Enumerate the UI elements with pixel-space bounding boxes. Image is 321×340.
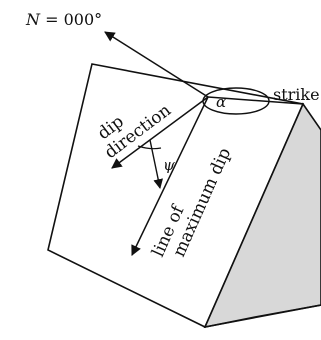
vertical-projection-line — [149, 139, 163, 189]
dip-direction-arrow — [111, 96, 209, 169]
alpha-label: α — [216, 93, 226, 111]
max-dip-arrow — [131, 96, 209, 256]
strike-line — [207, 96, 304, 105]
block-bottom-edge — [204, 304, 321, 328]
psi-label: ψ — [163, 156, 175, 174]
psi-angle-arc — [137, 145, 162, 150]
north-arrow — [104, 31, 209, 98]
north-label: N = 000° — [25, 10, 102, 29]
strike-label: strike — [273, 85, 320, 104]
